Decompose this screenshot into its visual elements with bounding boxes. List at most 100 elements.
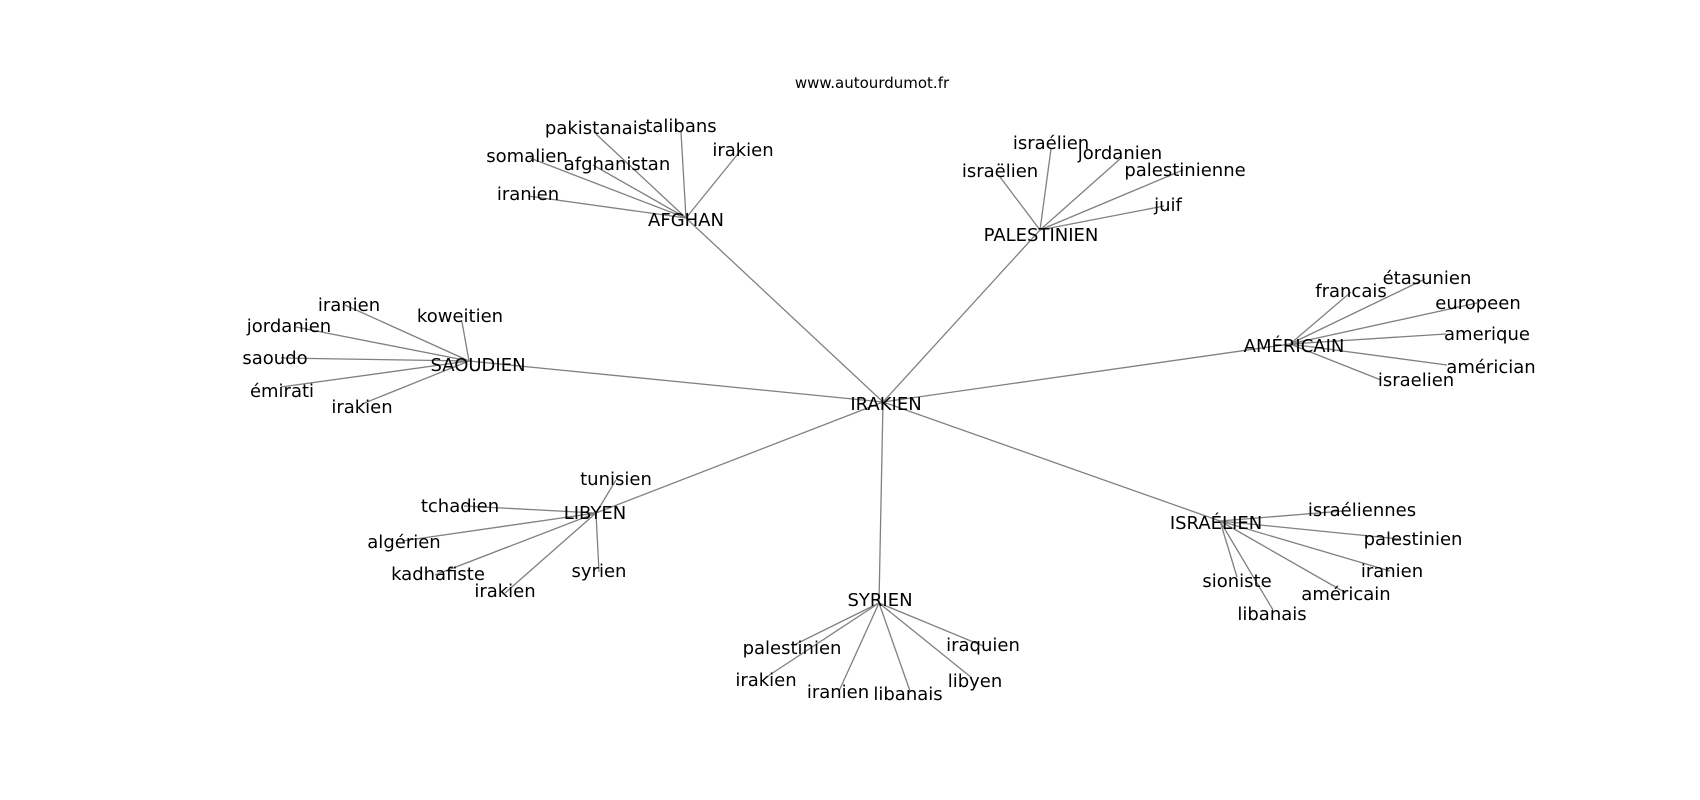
leaf-edge	[463, 505, 597, 514]
leaf-edge	[1289, 343, 1382, 381]
leaf-edge	[793, 602, 880, 646]
leaf-edge	[1219, 520, 1347, 594]
graph-edges	[280, 131, 1478, 692]
leaf-node-label: jordanien	[1077, 143, 1162, 164]
leaf-edge	[361, 360, 470, 405]
leaf-edge	[434, 512, 597, 576]
leaf-node-label: iranien	[1361, 561, 1423, 582]
leaf-node-label: tunisien	[580, 469, 652, 490]
hub-edge	[878, 401, 884, 604]
leaf-node-label: koweitien	[417, 306, 503, 327]
leaf-edge	[527, 195, 687, 219]
leaf-node-label: kadhafiste	[391, 564, 485, 585]
leaf-node-label: pakistanais	[545, 118, 647, 139]
cluster-node-label: SAOUDIEN	[430, 355, 525, 376]
leaf-node-label: iranien	[318, 295, 380, 316]
center-node-label: IRAKIEN	[850, 394, 921, 415]
leaf-edge	[1219, 510, 1344, 522]
leaf-node-label: palestinien	[1364, 529, 1463, 550]
cluster-node-label: PALESTINIEN	[984, 225, 1099, 246]
leaf-node-label: somalien	[486, 146, 567, 167]
leaf-node-label: libanais	[1237, 604, 1306, 625]
leaf-edge	[1039, 205, 1165, 231]
leaf-node-label: iraquien	[946, 635, 1020, 656]
leaf-node-label: irakien	[331, 397, 392, 418]
leaf-edge	[595, 512, 600, 573]
hub-edge	[685, 217, 884, 403]
leaf-node-label: sioniste	[1202, 571, 1271, 592]
leaf-edge	[280, 360, 470, 388]
leaf-edge	[529, 157, 687, 219]
leaf-node-label: saoudo	[242, 348, 307, 369]
leaf-node-label: francais	[1315, 281, 1386, 302]
hub-edge	[468, 360, 884, 403]
leaf-node-label: syrien	[572, 561, 627, 582]
leaf-edge	[344, 304, 470, 362]
leaf-edge	[878, 602, 973, 679]
leaf-edge	[1289, 291, 1352, 345]
cluster-node-label: SYRIEN	[847, 590, 912, 611]
hub-edge	[595, 401, 884, 514]
leaf-node-label: américain	[1301, 584, 1390, 605]
leaf-edge	[1039, 158, 1121, 231]
leaf-edge	[1219, 520, 1238, 578]
leaf-edge	[1039, 169, 1184, 231]
leaf-node-label: étasunien	[1383, 268, 1472, 289]
leaf-edge	[280, 357, 470, 362]
leaf-edge	[1289, 343, 1448, 366]
leaf-node-label: iranien	[497, 184, 559, 205]
leaf-node-label: europeen	[1435, 293, 1520, 314]
leaf-node-label: émirati	[250, 381, 314, 402]
leaf-edge	[999, 176, 1041, 231]
leaf-node-label: libanais	[873, 684, 942, 705]
leaf-node-label: irakien	[474, 581, 535, 602]
leaf-edge	[680, 131, 687, 219]
leaf-node-label: amerique	[1444, 324, 1530, 345]
leaf-edge	[1219, 520, 1400, 540]
leaf-edge	[592, 164, 687, 219]
leaf-edge	[764, 602, 880, 679]
cluster-node-label: AMÉRICAIN	[1244, 335, 1345, 357]
leaf-node-label: israélien	[1013, 133, 1089, 154]
leaf-edge	[1219, 520, 1274, 611]
leaf-edge	[595, 479, 617, 514]
watermark: www.autourdumot.fr	[795, 74, 950, 92]
leaf-node-label: israelien	[1378, 370, 1454, 391]
leaf-edge	[461, 321, 470, 362]
leaf-node-label: palestinien	[743, 638, 842, 659]
leaf-node-label: iranien	[807, 682, 869, 703]
leaf-edge	[595, 133, 687, 219]
leaf-edge	[1289, 302, 1478, 345]
leaf-edge	[295, 326, 470, 362]
leaf-node-label: israéliennes	[1308, 500, 1416, 521]
leaf-node-label: talibans	[645, 116, 716, 137]
leaf-node-label: afghanistan	[564, 154, 671, 175]
leaf-node-label: israëlien	[962, 161, 1038, 182]
leaf-node-label: algérien	[367, 532, 440, 553]
leaf-edge	[1289, 333, 1447, 345]
leaf-node-label: irakien	[712, 140, 773, 161]
leaf-node-label: américian	[1446, 357, 1535, 378]
hub-edge	[882, 229, 1041, 403]
leaf-node-label: palestinienne	[1124, 160, 1245, 181]
leaf-edge	[1039, 148, 1052, 231]
hub-edge	[882, 401, 1221, 522]
leaf-edge	[1289, 278, 1426, 345]
leaf-node-label: irakien	[735, 670, 796, 691]
leaf-edge	[878, 602, 911, 692]
leaf-edge	[838, 602, 880, 692]
leaf-node-label: juif	[1153, 195, 1182, 216]
leaf-node-label: tchadien	[421, 496, 499, 517]
cluster-node-label: AFGHAN	[648, 210, 724, 231]
leaf-edge	[504, 512, 597, 594]
leaf-edge	[401, 512, 597, 542]
leaf-node-label: libyen	[948, 671, 1003, 692]
leaf-edge	[878, 602, 984, 647]
leaf-node-label: jordanien	[246, 316, 331, 337]
cluster-node-label: LIBYEN	[564, 503, 627, 524]
hub-edge	[882, 343, 1291, 403]
leaf-edge	[1219, 520, 1391, 572]
leaf-edge	[685, 149, 742, 219]
